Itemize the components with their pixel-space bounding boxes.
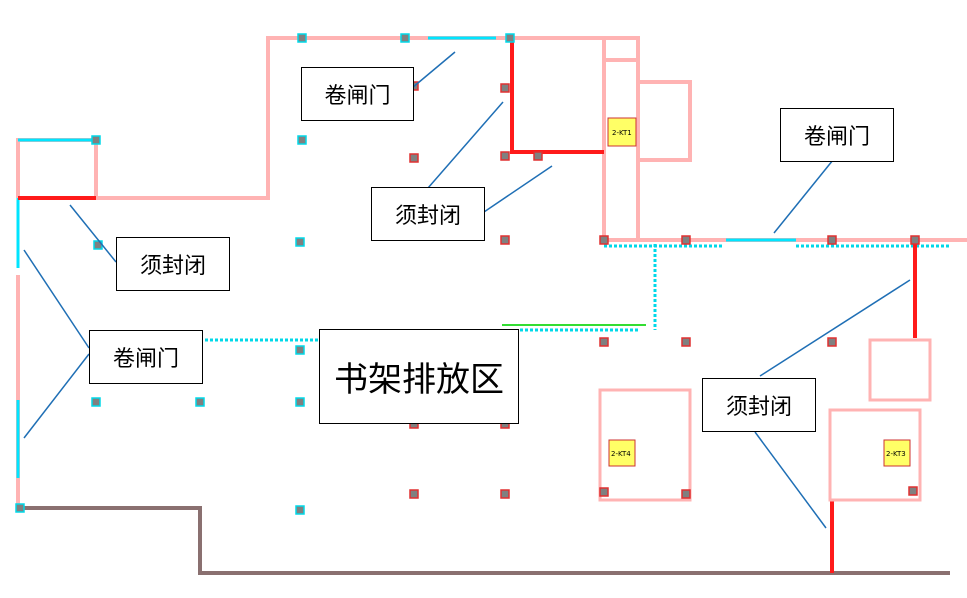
arrow-seal-right-a xyxy=(759,279,911,377)
column xyxy=(500,151,510,161)
wall-top-left-room xyxy=(16,138,98,198)
arrow-seal-left xyxy=(69,204,117,263)
column xyxy=(400,33,410,43)
elevator-kt1 xyxy=(607,117,637,147)
column xyxy=(15,503,25,513)
wall-core-room-b xyxy=(604,58,640,240)
callout-area-title: 书架排放区 xyxy=(319,329,519,424)
arrow-shutter-left-b xyxy=(23,353,90,439)
shutter-doors xyxy=(16,36,796,478)
column xyxy=(827,337,837,347)
column xyxy=(409,489,419,499)
seal-walls xyxy=(18,38,917,573)
arrows xyxy=(23,51,911,529)
column xyxy=(908,486,918,496)
column xyxy=(295,237,305,247)
column xyxy=(910,235,920,245)
column xyxy=(599,235,609,245)
column xyxy=(500,235,510,245)
column xyxy=(599,487,609,497)
column xyxy=(295,397,305,407)
seal-wall-center xyxy=(510,38,604,154)
column xyxy=(91,397,101,407)
elevator-kt3 xyxy=(883,439,911,467)
arrow-seal-right-b xyxy=(754,431,827,529)
elevator-kt3-label: 2-KT3 xyxy=(886,450,906,458)
arrow-shutter-top xyxy=(411,51,456,89)
elevators: 2-KT1 2-KT4 2-KT3 xyxy=(607,117,911,467)
column xyxy=(599,337,609,347)
callout-shutter-right: 卷闸门 xyxy=(780,108,894,162)
column xyxy=(681,235,691,245)
callout-shutter-left: 卷闸门 xyxy=(89,330,203,384)
elevator-kt1-label: 2-KT1 xyxy=(612,129,632,137)
column xyxy=(500,83,510,93)
column xyxy=(505,33,515,43)
column xyxy=(297,135,307,145)
room-kt4-block xyxy=(598,388,692,502)
column xyxy=(533,151,543,161)
arrow-seal-center-b xyxy=(483,165,553,213)
wall-core-annex xyxy=(638,80,692,162)
column xyxy=(297,33,307,43)
elevator-kt4-label: 2-KT4 xyxy=(611,450,631,458)
callout-seal-center: 须封闭 xyxy=(371,187,485,241)
column xyxy=(91,135,101,145)
column xyxy=(500,489,510,499)
column xyxy=(681,489,691,499)
room-kt3-block xyxy=(828,408,922,502)
column xyxy=(409,153,419,163)
callout-seal-left: 须封闭 xyxy=(116,237,230,291)
arrow-shutter-left-a xyxy=(23,249,90,349)
elevator-kt4 xyxy=(608,439,636,467)
callout-seal-right: 须封闭 xyxy=(702,378,816,432)
callout-shutter-top: 卷闸门 xyxy=(301,67,414,121)
column xyxy=(681,337,691,347)
column xyxy=(295,345,305,355)
column xyxy=(195,397,205,407)
arrow-seal-center-a xyxy=(427,101,504,189)
wall-bottom xyxy=(18,506,950,575)
room-right-upper xyxy=(868,338,932,402)
partitions xyxy=(200,244,950,342)
column xyxy=(827,235,837,245)
arrow-shutter-right xyxy=(773,159,834,234)
core-rooms xyxy=(598,338,932,502)
column xyxy=(295,505,305,515)
